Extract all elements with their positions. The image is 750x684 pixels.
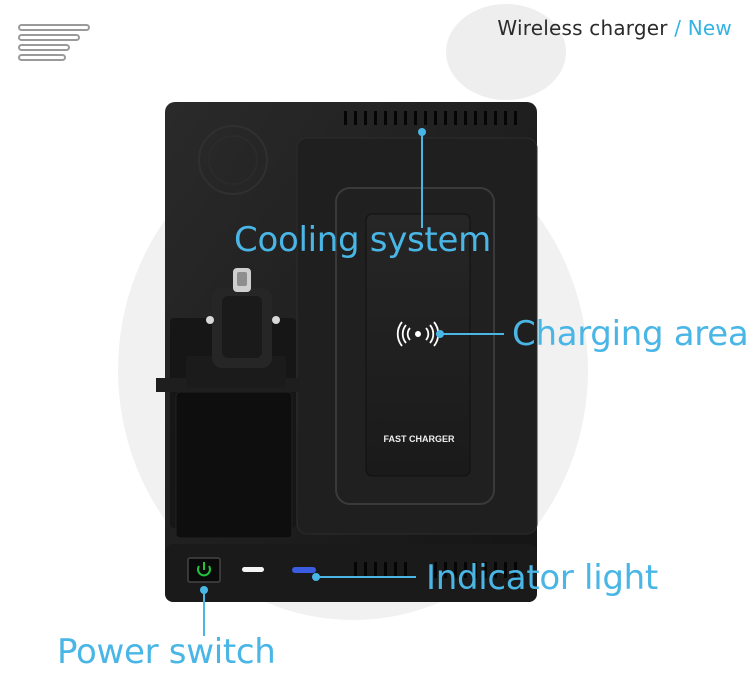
callout-dots xyxy=(200,128,444,594)
top-cooling-vents xyxy=(344,111,517,125)
embossed-logo xyxy=(198,125,268,195)
callout-indicator-light: Indicator light xyxy=(426,558,658,598)
car-charger-plug xyxy=(156,268,300,539)
hamburger-menu-icon[interactable] xyxy=(18,24,90,64)
breadcrumb-current: New xyxy=(687,16,732,40)
power-switch[interactable] xyxy=(187,557,221,583)
callout-power-switch: Power switch xyxy=(57,632,276,672)
callout-lines xyxy=(203,132,504,636)
wireless-symbol-icon xyxy=(396,321,440,347)
callout-cooling-system: Cooling system xyxy=(234,220,491,260)
bottom-cooling-vents xyxy=(354,562,517,578)
callout-charging-area: Charging area xyxy=(512,314,749,354)
bottom-strip xyxy=(165,544,537,602)
fast-charger-label: FAST CHARGER xyxy=(383,434,455,444)
breadcrumb-separator: / xyxy=(674,16,682,40)
background-circle-small xyxy=(446,4,566,100)
indicator-led-blue xyxy=(292,567,316,573)
breadcrumb-main[interactable]: Wireless charger xyxy=(497,16,668,40)
status-led-white xyxy=(242,567,264,572)
power-icon xyxy=(197,562,211,577)
breadcrumb: Wireless charger / New xyxy=(497,16,732,40)
wireless-pad-inner xyxy=(365,213,471,477)
